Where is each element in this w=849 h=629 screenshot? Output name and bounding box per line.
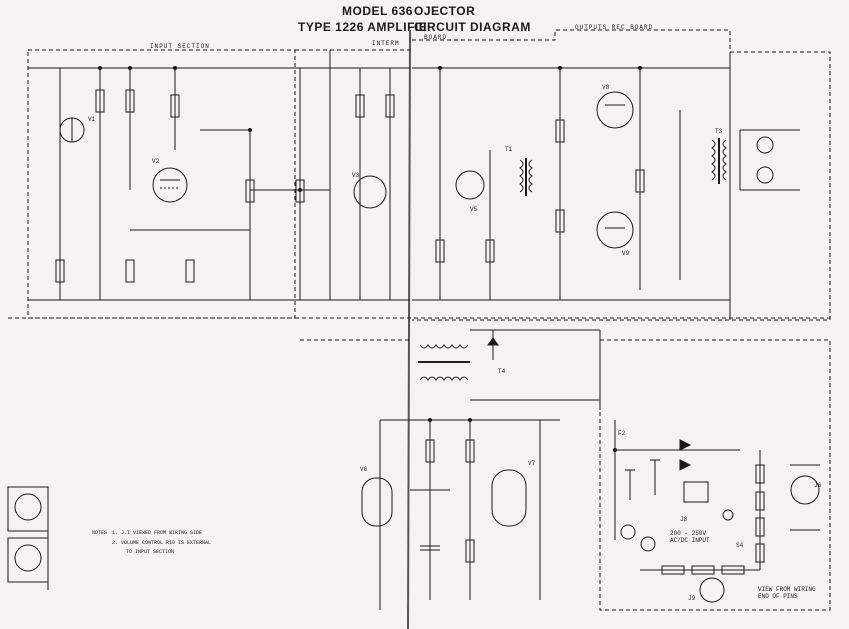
v9-valve-envelope: [596, 211, 634, 249]
input-section-label: INPUT SECTION: [150, 43, 210, 50]
t4-primary: [419, 344, 469, 349]
v2-valve-envelope: [152, 167, 188, 203]
speaker-output-1: [756, 136, 774, 154]
t1-secondary: [528, 159, 533, 193]
v8-label: V8: [602, 84, 610, 91]
j6-socket: [790, 475, 820, 505]
output-board-border: [412, 29, 831, 321]
title-line1-right: OJECTOR: [414, 4, 476, 18]
notes-heading: NOTES: [92, 530, 108, 536]
t4-secondary: [419, 376, 469, 381]
j9-label: J9: [688, 595, 696, 602]
fuse-label: F2: [618, 430, 626, 437]
t4-label: T4: [498, 368, 506, 375]
title-line1-left: MODEL 636: [342, 4, 413, 18]
note-2: 2. VOLUME CONTROL R10 IS EXTERNAL: [112, 540, 212, 546]
t3-label: T3: [715, 128, 723, 135]
v8-valve-envelope: [596, 91, 634, 129]
t1-label: T1: [505, 146, 513, 153]
j6-label: J6: [814, 482, 822, 489]
j8-label: J8: [680, 516, 688, 523]
j9-socket: [699, 577, 725, 603]
v7-valve-envelope: [491, 469, 527, 527]
title-line2-left: TYPE 1226 AMPLIFIE: [298, 20, 428, 34]
t3-primary: [711, 139, 716, 181]
output-section-label: OUTPUTS REC BOARD: [575, 24, 654, 31]
rectifier-diode-1: [679, 439, 692, 451]
fuse-holder-1: [620, 524, 636, 540]
t1-primary: [519, 159, 524, 193]
power-switch: [722, 509, 734, 521]
v6-valve-envelope: [361, 477, 393, 527]
power-section-border: [599, 339, 831, 611]
inter-section-label: INTERM: [372, 40, 400, 47]
v9-label: V9: [622, 250, 630, 257]
speaker-output-2: [756, 166, 774, 184]
input-section-border: [27, 49, 296, 319]
v2-label: V2: [152, 158, 160, 165]
v5-label: V5: [470, 206, 478, 213]
fuse-holder-2: [640, 536, 656, 552]
v1-label: V1: [88, 116, 96, 123]
title-line2-right: CIRCUIT DIAGRAM: [414, 20, 531, 34]
v5-valve-envelope: [353, 175, 387, 209]
rectifier-diode-2: [679, 459, 692, 471]
t3-secondary: [722, 139, 727, 181]
v3-label-inter: V3: [352, 172, 360, 179]
board-section-label: BOARD: [424, 34, 448, 41]
v7-label: V7: [528, 460, 536, 467]
mains-input-label: 200 - 250V AC/DC INPUT: [670, 530, 710, 544]
note-3: TO INPUT SECTION: [126, 549, 175, 555]
page-fold: [407, 29, 411, 629]
v5b-valve-envelope: [455, 170, 485, 200]
v6-label: V6: [360, 466, 368, 473]
note-1: 1. J.I VIEWED FROM WIRING SIDE: [112, 530, 203, 536]
switch-label: S4: [736, 542, 744, 549]
j8-socket: [683, 481, 709, 503]
view-note-label: VIEW FROM WIRING END OF PINS: [758, 586, 816, 600]
